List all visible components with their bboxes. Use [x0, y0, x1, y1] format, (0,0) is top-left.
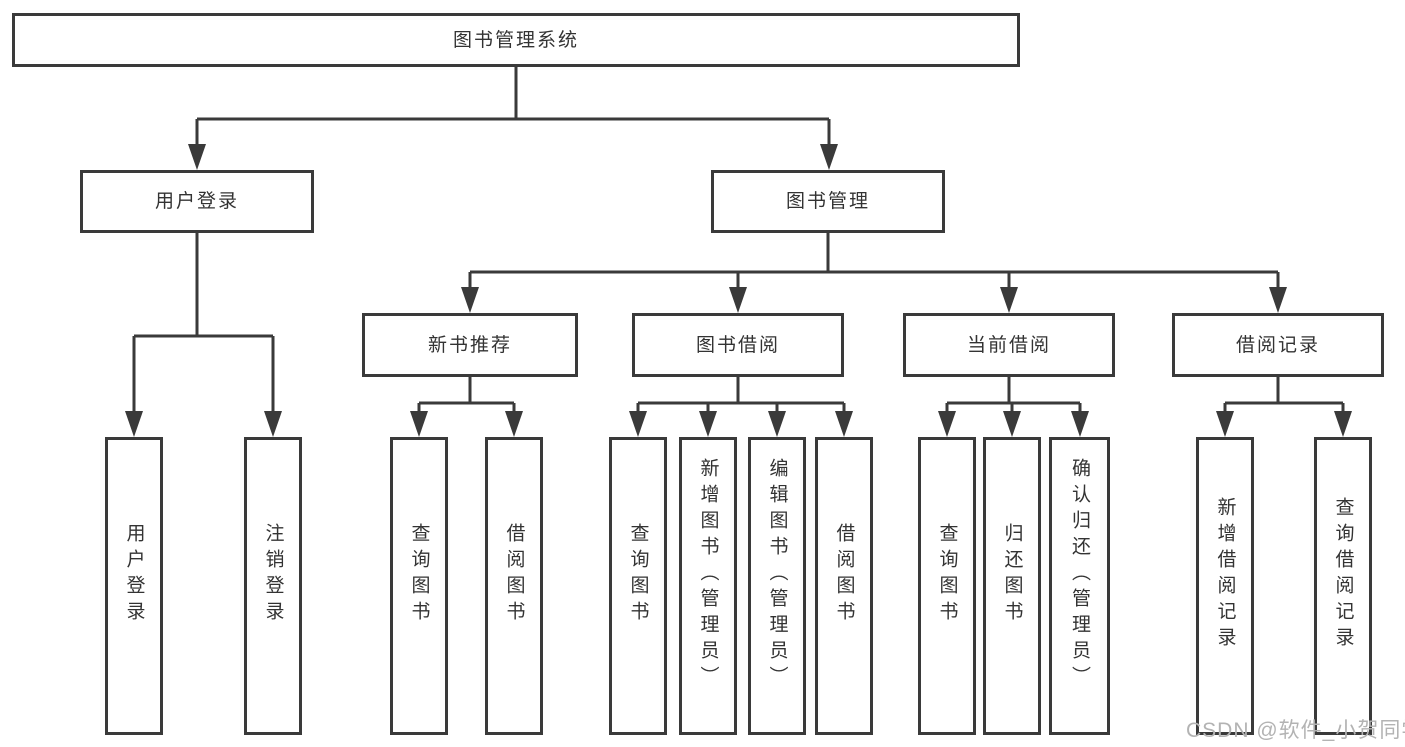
leaf-confirm-return-admin: 确认归还（管理员） — [1049, 437, 1110, 735]
node-library-management-system: 图书管理系统 — [12, 13, 1020, 67]
leaf-label: 编辑图书（管理员） — [766, 458, 788, 692]
leaf-label: 借阅图书 — [833, 523, 855, 627]
leaf-add-books-admin: 新增图书（管理员） — [679, 437, 737, 735]
leaf-query-books-current: 查询图书 — [918, 437, 976, 735]
leaf-user-login: 用户登录 — [105, 437, 163, 735]
node-label: 借阅记录 — [1235, 334, 1320, 356]
node-label: 图书管理 — [785, 191, 870, 212]
node-current-borrowing: 当前借阅 — [903, 313, 1115, 377]
leaf-label: 用户登录 — [123, 523, 145, 627]
leaf-label: 归还图书 — [1001, 523, 1023, 627]
node-borrowing-records: 借阅记录 — [1172, 313, 1384, 377]
node-book-borrowing: 图书借阅 — [632, 313, 844, 377]
leaf-label: 借阅图书 — [503, 523, 525, 627]
leaf-borrow-books-recommend: 借阅图书 — [485, 437, 543, 735]
leaf-label: 新增图书（管理员） — [697, 458, 719, 692]
leaf-label: 新增借阅记录 — [1214, 497, 1236, 653]
leaf-logout: 注销登录 — [244, 437, 302, 735]
node-label: 图书管理系统 — [452, 29, 579, 51]
csdn-watermark: CSDN @软件_小贺同学 — [1186, 719, 1405, 742]
leaf-label: 查询借阅记录 — [1332, 497, 1354, 653]
node-label: 用户登录 — [154, 191, 239, 212]
leaf-label: 注销登录 — [262, 523, 284, 627]
node-new-book-recommendation: 新书推荐 — [362, 313, 578, 377]
leaf-query-borrow-record: 查询借阅记录 — [1314, 437, 1372, 735]
leaf-label: 查询图书 — [627, 523, 649, 627]
node-label: 当前借阅 — [966, 334, 1051, 356]
leaf-edit-books-admin: 编辑图书（管理员） — [748, 437, 806, 735]
leaf-add-borrow-record: 新增借阅记录 — [1196, 437, 1254, 735]
node-label: 图书借阅 — [695, 334, 780, 356]
node-book-management: 图书管理 — [711, 170, 945, 233]
leaf-label: 查询图书 — [408, 523, 430, 627]
node-label: 新书推荐 — [427, 334, 512, 356]
leaf-query-books-borrow: 查询图书 — [609, 437, 667, 735]
leaf-return-books: 归还图书 — [983, 437, 1041, 735]
leaf-borrow-books: 借阅图书 — [815, 437, 873, 735]
node-user-login: 用户登录 — [80, 170, 314, 233]
leaf-label: 确认归还（管理员） — [1069, 458, 1090, 692]
leaf-query-books-recommend: 查询图书 — [390, 437, 448, 735]
leaf-label: 查询图书 — [936, 523, 958, 627]
